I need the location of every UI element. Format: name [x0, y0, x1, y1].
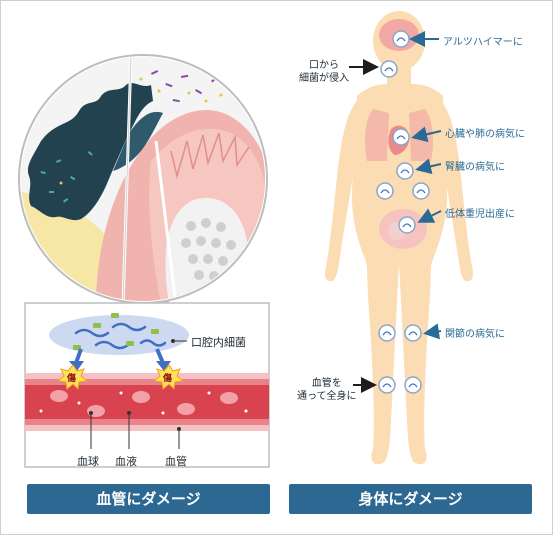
lung-left — [365, 109, 389, 161]
disease-alzheimer: アルツハイマーに — [443, 37, 523, 48]
blood-fluid-label: 血液 — [115, 455, 137, 468]
disease-joint: 関節の病気に — [445, 329, 505, 340]
disease-kidney: 腎臓の病気に — [445, 162, 505, 173]
blood-vessel-label: 血管 — [165, 455, 187, 468]
spread-label: 血管を 通って全身に — [297, 378, 357, 402]
vessel-box — [24, 302, 270, 468]
disease-low-birth-weight: 低体重児出産に — [445, 209, 515, 220]
blood-cell-label: 血球 — [77, 455, 99, 468]
damage-label-right: 傷 — [163, 374, 173, 384]
dental-plaque — [27, 83, 154, 221]
entry-arrows — [349, 59, 379, 393]
oral-bacteria-label: 口腔内細菌 — [191, 336, 246, 349]
entry-label: 口から 細菌が侵入 — [299, 60, 349, 84]
bacteria-markers — [376, 30, 430, 394]
damage-burst-left — [56, 364, 89, 391]
magnifier-circle — [18, 54, 268, 304]
disease-arrows — [409, 31, 442, 340]
damage-label-left: 傷 — [67, 374, 77, 384]
caption-body-damage: 身体にダメージ — [289, 484, 532, 514]
caption-vessel-damage: 血管にダメージ — [27, 484, 270, 514]
disease-heart-lung: 心臓や肺の病気に — [445, 129, 525, 140]
oral-bacteria — [73, 313, 167, 350]
damage-burst-right — [152, 364, 185, 391]
